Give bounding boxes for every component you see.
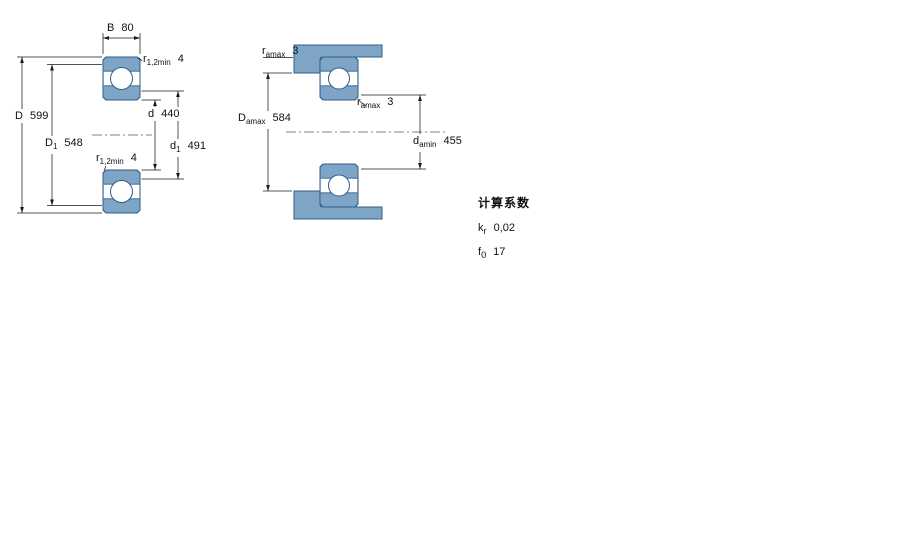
bearing-section-bottom (319, 163, 359, 208)
dim-r12-top-leader (138, 57, 143, 62)
dim-d1-lines (141, 90, 184, 180)
dim-Damax-lines (263, 72, 292, 192)
dim-D-lines (17, 56, 102, 214)
dim-D1-lines (47, 64, 102, 206)
ball-icon (110, 180, 133, 203)
ball-icon (328, 67, 350, 90)
bearing-section-bottom (102, 169, 141, 214)
dim-damin-lines (361, 94, 426, 170)
abutment-view (263, 44, 448, 220)
bearing-section-top (319, 56, 359, 101)
dim-ramax-mid-leader (358, 100, 367, 107)
main-view (17, 33, 184, 214)
calculation-factors-heading: 计算系数 (478, 196, 531, 210)
dim-r12-bottom-leader (103, 165, 107, 171)
ball-icon (110, 67, 133, 90)
bearing-section-top (102, 56, 141, 101)
dim-B-lines (102, 33, 141, 54)
ball-icon (328, 174, 350, 197)
